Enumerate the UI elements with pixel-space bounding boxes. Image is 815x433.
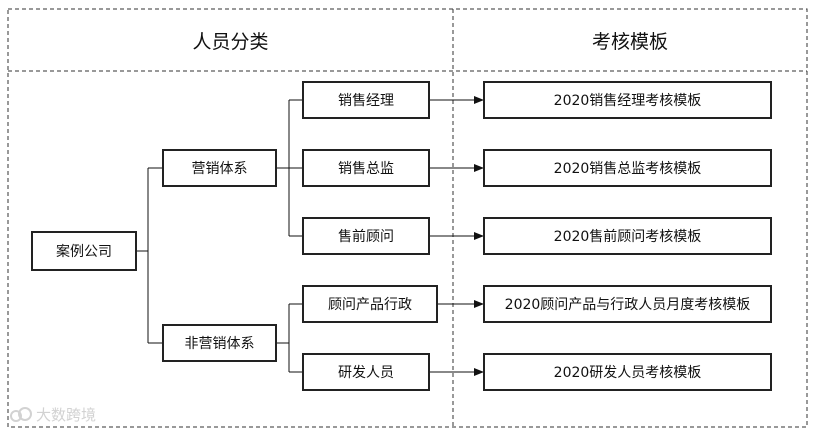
dashed-frame — [7, 8, 808, 428]
template-sales-director: 2020销售总监考核模板 — [483, 149, 772, 187]
tree-connectors — [137, 99, 302, 373]
template-consultant-product-admin: 2020顾问产品与行政人员月度考核模板 — [483, 285, 772, 323]
node-marketing-system: 营销体系 — [162, 149, 277, 187]
header-assessment-template: 考核模板 — [591, 30, 668, 53]
node-sales-manager: 销售经理 — [302, 81, 430, 119]
header-personnel-category: 人员分类 — [192, 30, 269, 53]
node-case-company: 案例公司 — [31, 231, 137, 271]
template-presales-consultant: 2020售前顾问考核模板 — [483, 217, 772, 255]
node-rnd-staff: 研发人员 — [302, 353, 430, 391]
node-sales-director: 销售总监 — [302, 149, 430, 187]
node-consultant-product-admin: 顾问产品行政 — [302, 285, 438, 323]
template-rnd-staff: 2020研发人员考核模板 — [483, 353, 772, 391]
node-non-marketing-system: 非营销体系 — [162, 324, 277, 362]
watermark: 大数跨境 — [10, 404, 96, 425]
watermark-logo-icon — [10, 406, 32, 422]
watermark-text: 大数跨境 — [36, 406, 97, 424]
template-sales-manager: 2020销售经理考核模板 — [483, 81, 772, 119]
node-presales-consultant: 售前顾问 — [302, 217, 430, 255]
